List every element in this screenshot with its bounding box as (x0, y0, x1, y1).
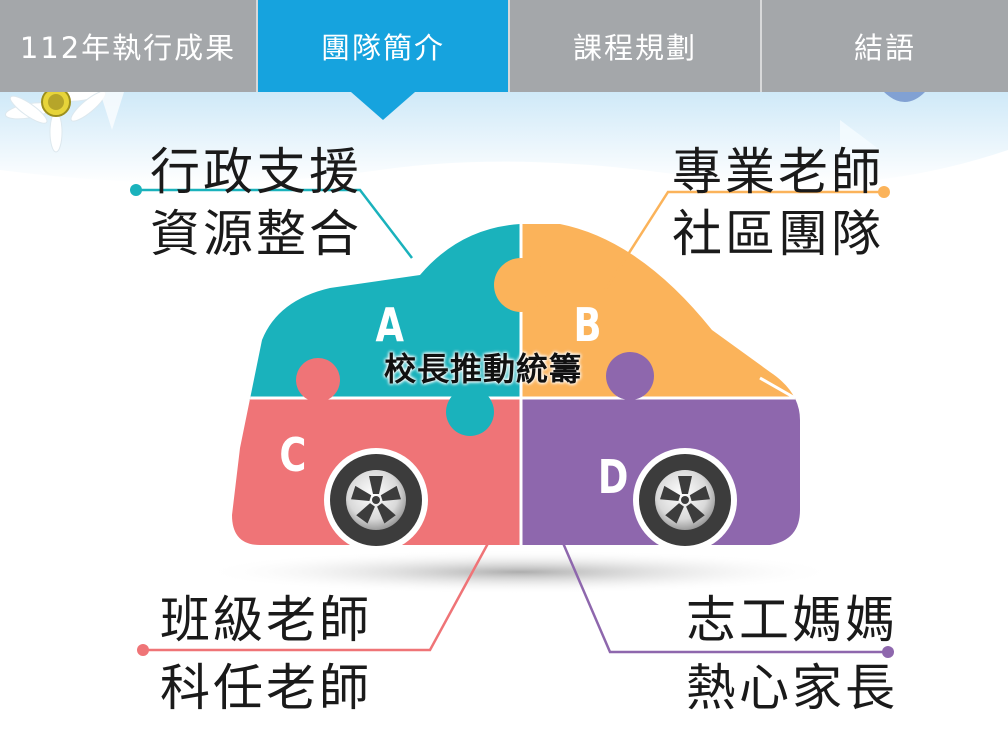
tab-label: 112年執行成果 (19, 31, 237, 65)
car-shadow (200, 550, 840, 594)
tab-conclusion[interactable]: 結語 (762, 0, 1008, 92)
tab-112-results[interactable]: 112年執行成果 (0, 0, 258, 92)
knob-a (446, 388, 494, 436)
label-c-line1: 班級老師 (160, 591, 372, 649)
knob-b (494, 258, 548, 312)
center-title: 校長推動統籌 (383, 350, 582, 388)
piece-a-letter: A (375, 298, 405, 352)
label-c-line2: 科任老師 (160, 659, 372, 717)
tab-label: 團隊簡介 (320, 31, 445, 65)
label-b-line1: 專業老師 (672, 143, 884, 201)
tab-label: 結語 (853, 31, 916, 65)
label-a-line1: 行政支援 (150, 143, 362, 201)
label-a-line2: 資源整合 (150, 205, 362, 263)
decor-circle (884, 92, 925, 102)
piece-d-letter: D (597, 450, 629, 504)
connector-c (137, 535, 494, 656)
tab-team-intro[interactable]: 團隊簡介 (258, 0, 510, 92)
daisy-icon (4, 84, 108, 153)
label-d-line2: 熱心家長 (686, 659, 898, 717)
label-b-line2: 社區團隊 (672, 205, 884, 263)
tab-label: 課程規劃 (572, 31, 697, 65)
wheel-right (633, 448, 737, 552)
wheel-left (324, 448, 428, 552)
decor-shape (840, 120, 880, 170)
tab-course-plan[interactable]: 課程規劃 (510, 0, 762, 92)
piece-c-letter: C (279, 428, 307, 482)
knob-c (296, 358, 340, 402)
label-d-line1: 志工媽媽 (686, 591, 898, 649)
connector-d (558, 535, 894, 658)
connector-b (602, 186, 890, 293)
knob-d (606, 352, 654, 400)
connector-a (130, 184, 413, 259)
piece-b-letter: B (573, 298, 602, 352)
sky-wave (0, 92, 1008, 185)
petal-decor (100, 92, 124, 130)
top-nav: 112年執行成果 團隊簡介 課程規劃 結語 (0, 0, 1008, 92)
